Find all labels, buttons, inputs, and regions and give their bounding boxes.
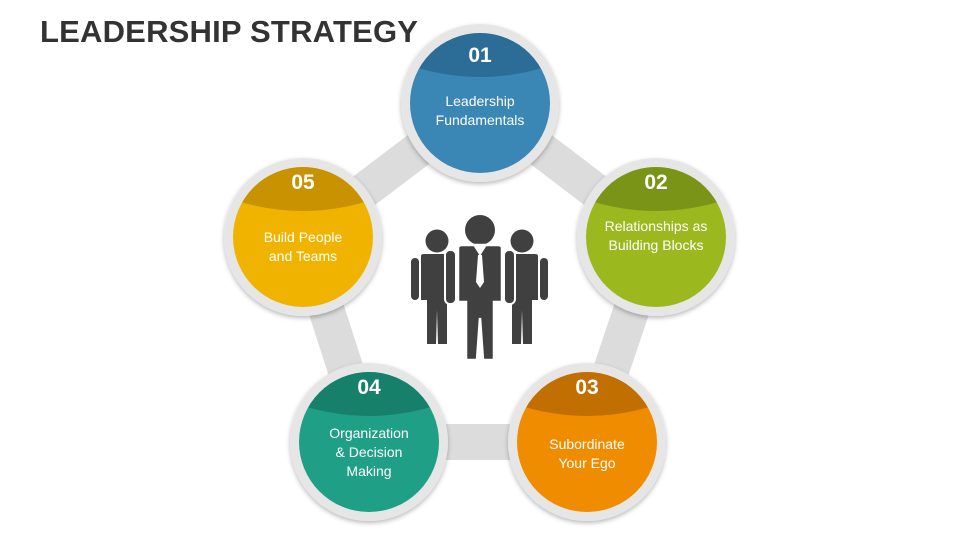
step-05-line-2: and Teams	[269, 248, 337, 264]
step-05: 05 Build People and Teams	[224, 158, 382, 316]
step-03-line-1: Subordinate	[549, 436, 625, 452]
step-02-line-1: Relationships as	[605, 218, 708, 234]
step-04-line-2: & Decision	[336, 444, 403, 460]
step-02-number: 02	[644, 171, 667, 194]
step-03-number: 03	[575, 376, 598, 399]
step-01-number: 01	[468, 44, 492, 67]
step-01-line-2: Fundamentals	[436, 112, 525, 128]
step-03: 03 Subordinate Your Ego	[508, 363, 666, 521]
step-04: 04 Organization & Decision Making	[290, 363, 448, 521]
step-01: 01 Leadership Fundamentals	[401, 24, 559, 182]
step-01-line-1: Leadership	[445, 93, 514, 109]
slide-title: LEADERSHIP STRATEGY	[40, 14, 419, 49]
step-02: 02 Relationships as Building Blocks	[577, 158, 735, 316]
business-team-icon	[411, 215, 548, 362]
step-04-line-3: Making	[346, 463, 391, 479]
step-03-line-2: Your Ego	[558, 455, 615, 471]
step-04-line-1: Organization	[329, 425, 408, 441]
step-02-line-2: Building Blocks	[609, 237, 704, 253]
step-05-number: 05	[291, 171, 315, 194]
step-05-line-1: Build People	[264, 229, 343, 245]
step-04-number: 04	[357, 376, 381, 399]
